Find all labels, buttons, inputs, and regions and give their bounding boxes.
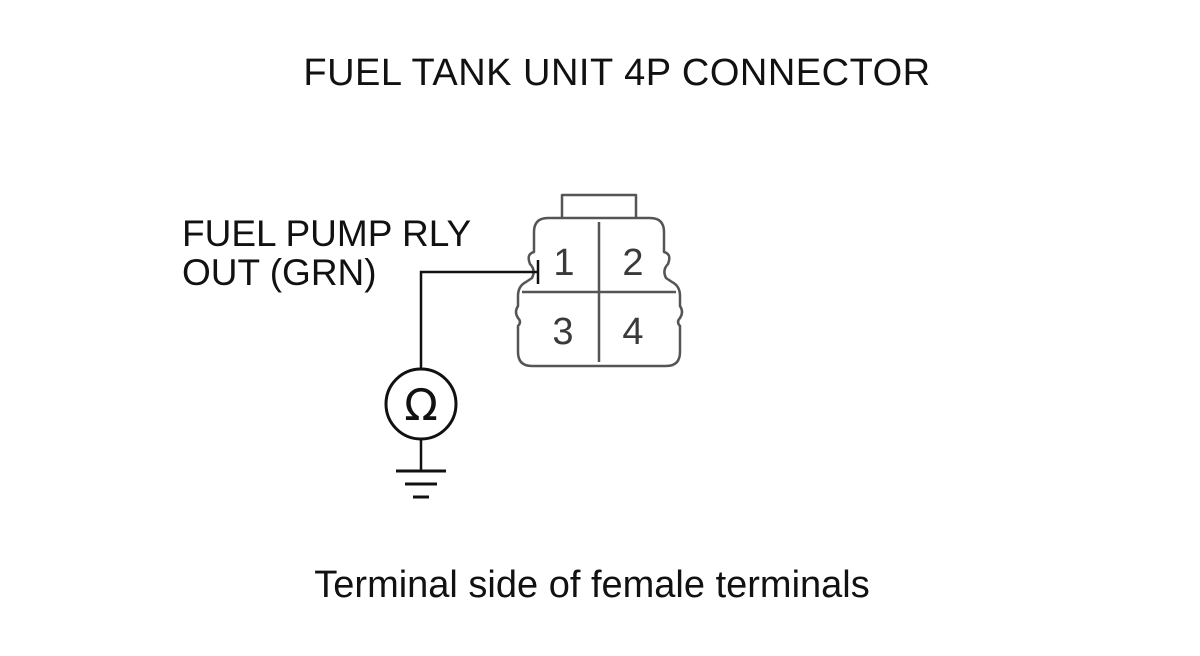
ground-icon (396, 469, 446, 499)
probe-wire (419, 270, 538, 369)
ohmmeter-icon: Ω (384, 367, 458, 441)
pin-number-2: 2 (622, 242, 643, 284)
connector-housing (514, 193, 684, 368)
pin-number-1: 1 (553, 242, 574, 284)
wire-label-line-1: FUEL PUMP RLY (182, 213, 472, 254)
pin-number-3: 3 (552, 311, 573, 353)
pin-number-4: 4 (622, 311, 643, 353)
ohm-symbol: Ω (404, 380, 438, 431)
diagram-title: FUEL TANK UNIT 4P CONNECTOR (303, 52, 931, 94)
wire-label-line-2: OUT (GRN) (182, 252, 377, 293)
connector-body-outline (514, 216, 684, 368)
connector-lock-tab (560, 193, 638, 218)
diagram-caption: Terminal side of female terminals (314, 564, 870, 606)
wire-label: FUEL PUMP RLY OUT (GRN) (182, 214, 471, 292)
